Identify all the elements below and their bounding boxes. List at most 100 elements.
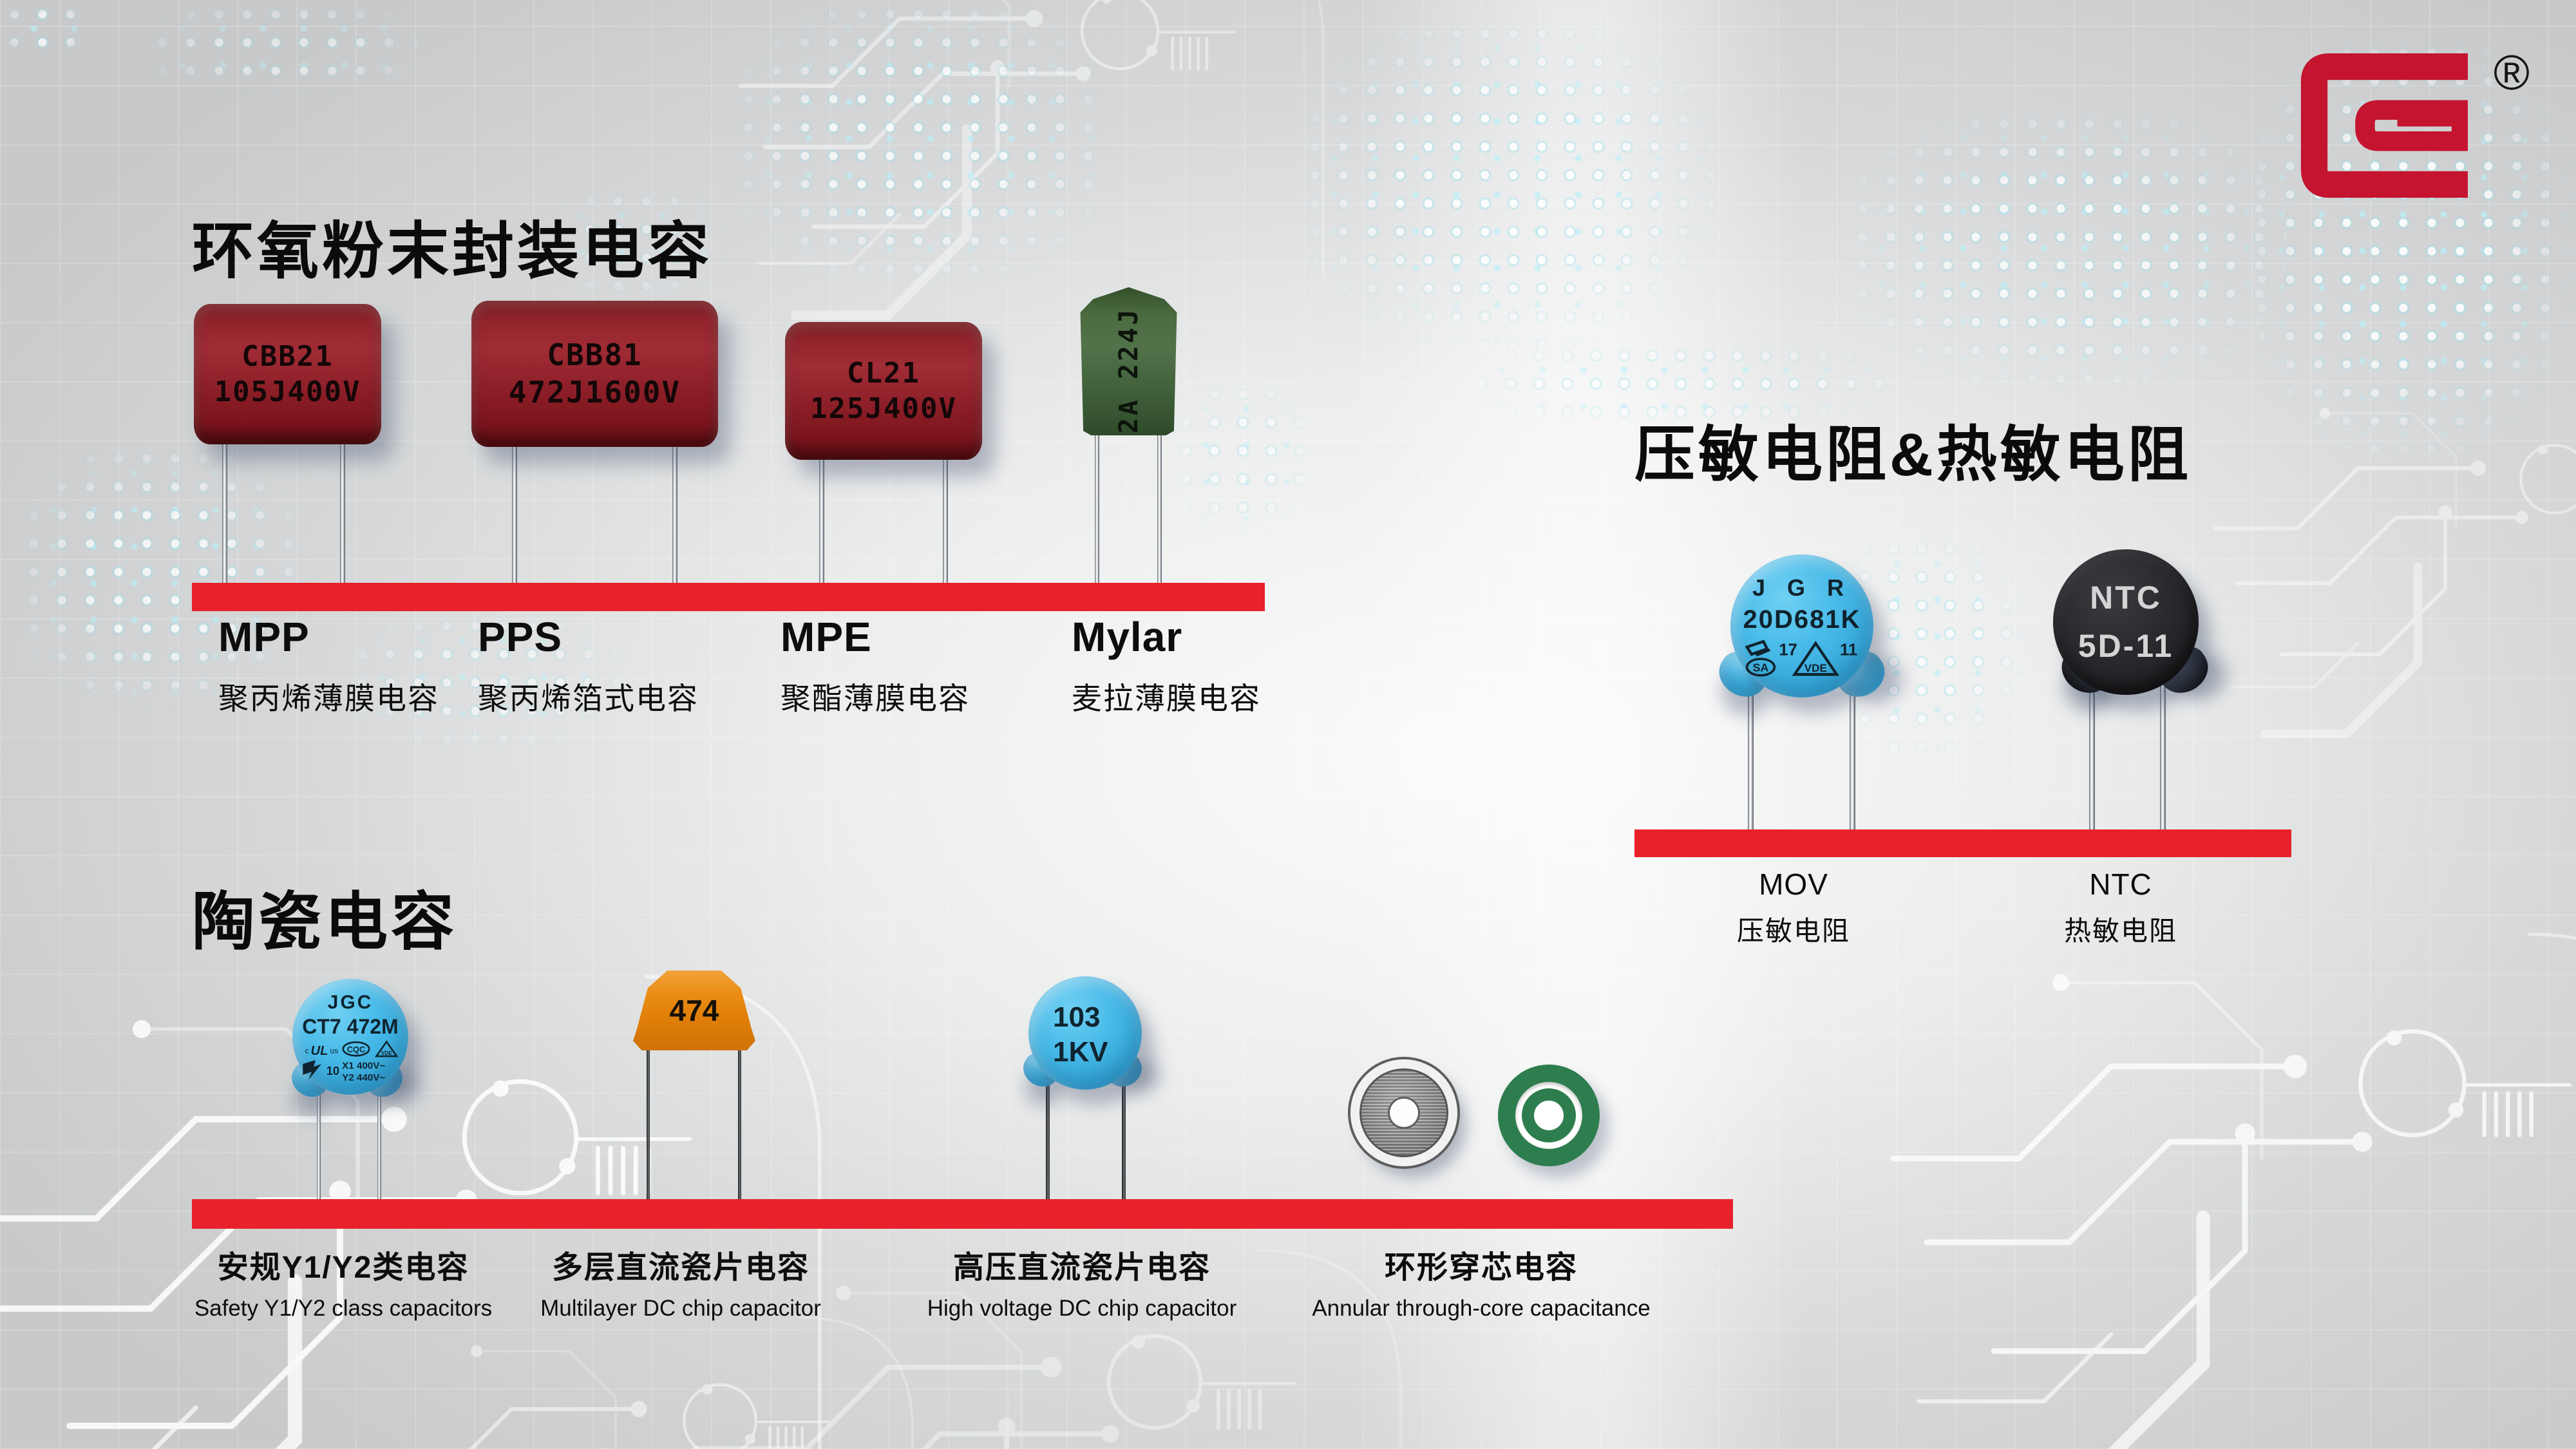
cg-logo-icon: [2300, 53, 2468, 198]
svg-text:UL: UL: [311, 1043, 328, 1057]
ceramic-label-hv: 高压直流瓷片电容 High voltage DC chip capacitor: [876, 1242, 1288, 1321]
lead-wire: [1095, 422, 1099, 583]
company-logo: ®: [2300, 46, 2530, 245]
label-abbr: NTC: [2089, 867, 2152, 901]
label-cn: 多层直流瓷片电容: [551, 1251, 810, 1285]
csa-oval-icon: [1745, 657, 1776, 677]
svg-text:X1 400V~: X1 400V~: [342, 1060, 385, 1071]
lead-wire: [1122, 1073, 1126, 1199]
mylar-capacitor: 2A 224J: [1080, 287, 1177, 435]
lead-wire: [377, 1082, 381, 1199]
lead-wire: [1157, 422, 1162, 583]
label-cn: 聚酯薄膜电容: [781, 681, 970, 715]
film-capacitor-cl21: CL21 125J400V: [785, 322, 982, 460]
svg-text:10: 10: [327, 1063, 339, 1077]
svg-text:11: 11: [1840, 641, 1857, 659]
feedthrough-core: [1350, 1059, 1457, 1166]
film-label-mylar: Mylar 麦拉薄膜电容: [1072, 613, 1342, 718]
shelf-bar-ceramic: [192, 1199, 1733, 1229]
ceramic-label-mlcc: 多层直流瓷片电容 Multilayer DC chip capacitor: [475, 1242, 887, 1321]
lead-wire: [222, 431, 227, 583]
component-marking: J G R: [1752, 574, 1852, 601]
lead-wire: [647, 1045, 650, 1199]
lead-wire: [512, 434, 517, 583]
lead-wire: [943, 447, 948, 583]
cert-marks: SA 17 VDE 11: [1745, 639, 1857, 677]
section-heading-film: 环氧粉末封装电容: [192, 217, 712, 286]
label-cn: 聚丙烯薄膜电容: [218, 681, 439, 715]
background-light-band: [1352, 0, 1803, 1449]
shelf-bar-film: [192, 583, 1265, 611]
label-en: High voltage DC chip capacitor: [927, 1296, 1237, 1321]
safety-capacitor: JGC CT7 472M c UL us CQC VDE 10 X1 400V~…: [292, 979, 408, 1095]
component-marking: NTC: [2090, 580, 2162, 616]
enec-icon: [303, 1059, 322, 1079]
component-marking: CL21: [847, 357, 920, 390]
registered-trademark: ®: [2494, 46, 2530, 100]
component-marking: CT7 472M: [302, 1014, 399, 1038]
label-cn: 环形穿芯电容: [1384, 1251, 1578, 1285]
label-cn: 高压直流瓷片电容: [952, 1251, 1211, 1285]
svg-text:SA: SA: [1753, 661, 1769, 674]
svg-text:Y2 440V~: Y2 440V~: [342, 1072, 385, 1082]
film-label-mpe: MPE 聚酯薄膜电容: [781, 613, 1038, 718]
cert-angle-icon: [1745, 639, 1771, 656]
component-marking: JGC: [327, 991, 374, 1013]
component-marking: 2A 224J: [1113, 307, 1144, 434]
svg-text:VDE: VDE: [1804, 662, 1827, 674]
hv-capacitor: 103 1KV: [1028, 976, 1142, 1090]
svg-text:17: 17: [1779, 641, 1797, 659]
label-cn: 压敏电阻: [1736, 916, 1850, 946]
film-label-mpp: MPP 聚丙烯薄膜电容: [218, 613, 469, 718]
mov-label: MOV 压敏电阻: [1665, 867, 1922, 949]
shelf-bar-resistor: [1634, 829, 2291, 857]
rating-marks: 10 X1 400V~ Y2 440V~: [303, 1059, 385, 1083]
core-inner-ring: [1522, 1088, 1576, 1142]
label-en: Annular through-core capacitance: [1312, 1296, 1651, 1321]
label-abbr: Mylar: [1072, 614, 1183, 660]
lead-wire: [1046, 1073, 1050, 1199]
component-marking: 125J400V: [810, 392, 957, 425]
component-marking: CBB21: [242, 340, 334, 373]
lead-wire: [819, 447, 824, 583]
film-capacitor-cbb21: CBB21 105J400V: [194, 304, 381, 444]
label-en: Multilayer DC chip capacitor: [540, 1296, 821, 1321]
component-marking: CBB81: [547, 337, 643, 372]
section-heading-resistor: 压敏电阻&热敏电阻: [1634, 421, 2192, 488]
film-capacitor-cbb81: CBB81 472J1600V: [471, 301, 718, 447]
svg-text:VDE: VDE: [381, 1050, 392, 1056]
film-label-pps: PPS 聚丙烯箔式电容: [478, 613, 748, 718]
lead-wire: [340, 431, 345, 583]
component-marking: 1KV: [1053, 1036, 1108, 1068]
component-marking: 103: [1053, 1001, 1101, 1034]
label-abbr: MPP: [218, 614, 310, 660]
svg-text:us: us: [330, 1046, 339, 1055]
lead-wire: [672, 434, 677, 583]
label-abbr: PPS: [478, 614, 563, 660]
label-cn: 热敏电阻: [2063, 916, 2177, 946]
cert-marks: c UL us CQC VDE: [305, 1039, 399, 1057]
label-cn: 麦拉薄膜电容: [1072, 681, 1261, 715]
lead-wire: [1748, 670, 1754, 829]
core-hole: [1390, 1099, 1418, 1127]
section-heading-ceramic: 陶瓷电容: [192, 886, 458, 957]
lead-wire: [2089, 670, 2095, 829]
component-marking: 20D681K: [1743, 605, 1861, 634]
svg-text:CQC: CQC: [347, 1045, 365, 1054]
lead-wire: [317, 1082, 321, 1199]
ceramic-label-annular: 环形穿芯电容 Annular through-core capacitance: [1275, 1242, 1687, 1321]
component-marking: 472J1600V: [508, 374, 681, 410]
label-abbr: MPE: [781, 614, 872, 660]
component-marking: 105J400V: [214, 375, 361, 408]
label-cn: 聚丙烯箔式电容: [478, 681, 699, 715]
annular-core: [1498, 1065, 1600, 1166]
mov-varistor: J G R 20D681K SA 17 VDE 11: [1730, 554, 1873, 697]
lead-wire: [738, 1045, 741, 1199]
ntc-thermistor: NTC 5D-11: [2053, 549, 2199, 695]
label-abbr: MOV: [1759, 867, 1828, 901]
component-marking: 474: [669, 994, 719, 1027]
component-marking: 5D-11: [2078, 628, 2174, 664]
svg-text:c: c: [305, 1046, 309, 1055]
ntc-label: NTC 热敏电阻: [1992, 867, 2249, 949]
